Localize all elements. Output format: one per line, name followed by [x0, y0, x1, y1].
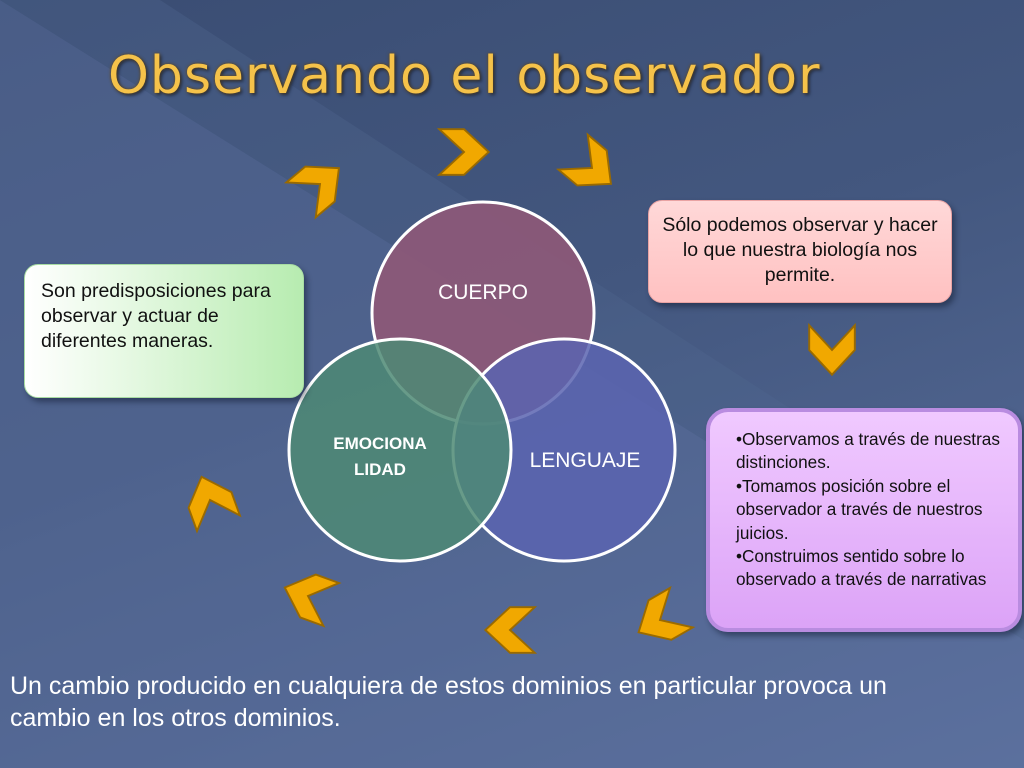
- emocionalidad-note: Son predisposiciones para observar y act…: [24, 264, 304, 398]
- chevron-arrow-icon: [800, 318, 864, 382]
- lenguaje-note: •Observamos a través de nuestras distinc…: [706, 408, 1022, 632]
- lenguaje-note-item: •Tomamos posición sobre el observador a …: [736, 475, 983, 543]
- chevron-arrow-icon: [628, 585, 696, 652]
- lenguaje-note-item: •Observamos a través de nuestras distinc…: [736, 429, 1000, 473]
- circle-emocionalidad: [287, 337, 513, 563]
- slide-title: Observando el observador: [108, 46, 821, 106]
- cuerpo-note: Sólo podemos observar y hacer lo que nue…: [648, 200, 952, 303]
- chevron-arrow-icon: [432, 120, 496, 184]
- label-cuerpo: CUERPO: [438, 281, 528, 304]
- label-emocionalidad-2: LIDAD: [354, 460, 406, 479]
- label-lenguaje: LENGUAJE: [530, 449, 641, 472]
- chevron-arrow-icon: [276, 564, 342, 628]
- chevron-arrow-icon: [555, 132, 624, 200]
- lenguaje-note-item: •Construimos sentido sobre lo observado …: [736, 546, 987, 590]
- chevron-arrow-icon: [178, 468, 242, 534]
- chevron-arrow-icon: [478, 598, 542, 662]
- chevron-arrow-icon: [283, 152, 352, 220]
- conclusion-text: Un cambio producido en cualquiera de est…: [10, 672, 887, 732]
- label-emocionalidad-1: EMOCIONA: [333, 434, 427, 453]
